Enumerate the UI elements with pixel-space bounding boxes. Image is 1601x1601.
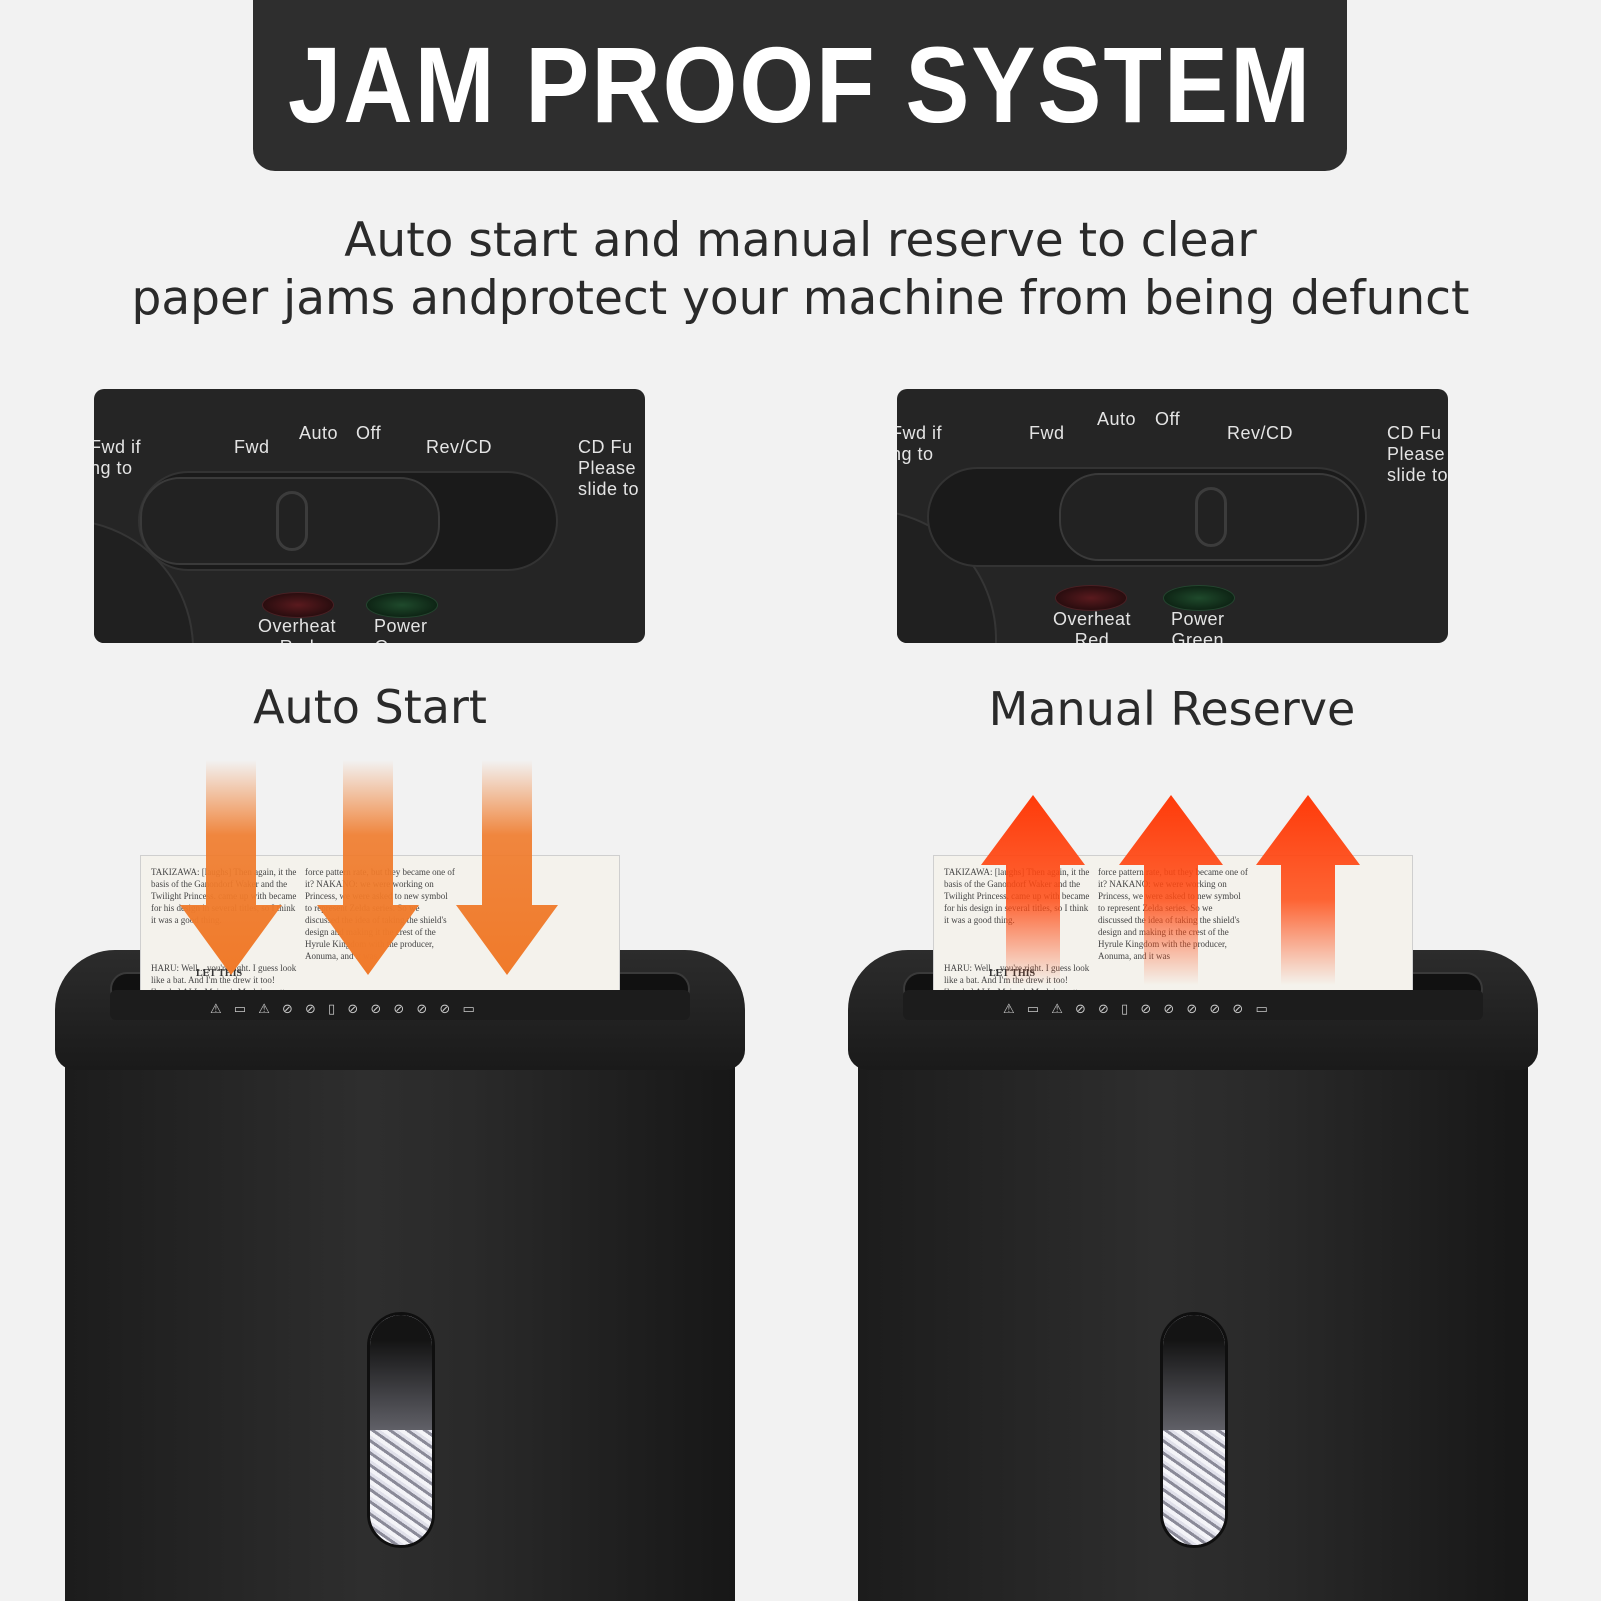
arrow-down-icon-3: [456, 760, 558, 975]
overheat-led: [1055, 585, 1127, 611]
rev-cd-label: Rev/CD: [426, 437, 493, 457]
mode-label-manual-reserve: Manual Reserve: [988, 682, 1356, 736]
shredded-paper: [1163, 1430, 1225, 1545]
power-led: [366, 592, 438, 618]
power-label: Power Green: [374, 616, 428, 643]
auto-label: Auto: [299, 423, 339, 443]
mode-switch-track[interactable]: [927, 467, 1367, 567]
arrow-up-icon-2: [1119, 795, 1223, 985]
mode-switch-knob[interactable]: [140, 477, 440, 565]
fwd-label: Fwd: [234, 437, 270, 457]
control-panel-reverse: Fwd if ng to Fwd Auto Off Rev/CD CD Fu P…: [897, 389, 1448, 643]
page-title: JAM PROOF SYSTEM: [287, 25, 1313, 145]
title-banner: JAM PROOF SYSTEM: [253, 0, 1347, 171]
rev-cd-label: Rev/CD: [1227, 423, 1294, 443]
off-label: Off: [356, 423, 382, 443]
arrow-up-icon-3: [1256, 795, 1360, 985]
panel-cut-text-right: CD Fu Please slide to: [1387, 423, 1448, 485]
safety-symbols-left: ⚠ ▭ ⚠ ⊘ ⊘ ▯ ⊘ ⊘ ⊘ ⊘ ⊘ ▭: [210, 1002, 479, 1017]
paper-footer: LET THIS: [196, 968, 243, 979]
auto-label: Auto: [1097, 409, 1137, 429]
arrow-down-icon-2: [317, 760, 419, 975]
panel-cut-text-left: Fwd if ng to: [94, 437, 142, 478]
lid-front-right: [903, 990, 1483, 1020]
bin-window: [367, 1312, 435, 1548]
overheat-led: [262, 592, 334, 618]
mode-switch-track[interactable]: [138, 471, 558, 571]
bin-window: [1160, 1312, 1228, 1548]
mode-label-auto-start: Auto Start: [253, 680, 487, 734]
shredder-bin: [858, 1050, 1528, 1601]
subtitle: Auto start and manual reserve to clear p…: [0, 212, 1601, 328]
overheat-label: Overheat Red: [258, 616, 337, 643]
shredded-paper: [370, 1430, 432, 1545]
subtitle-line-2: paper jams andprotect your machine from …: [131, 271, 1470, 326]
power-label: Power Green: [1171, 609, 1225, 643]
lid-front-left: [110, 990, 690, 1020]
switch-grip: [1195, 487, 1227, 547]
overheat-label: Overheat Red: [1053, 609, 1132, 643]
safety-symbols-right: ⚠ ▭ ⚠ ⊘ ⊘ ▯ ⊘ ⊘ ⊘ ⊘ ⊘ ▭: [1003, 1002, 1272, 1017]
power-led: [1163, 585, 1235, 611]
fwd-label: Fwd: [1029, 423, 1065, 443]
off-label: Off: [1155, 409, 1181, 429]
mode-switch-knob[interactable]: [1059, 473, 1359, 561]
shredder-bin: [65, 1050, 735, 1601]
panel-cut-text-left: Fwd if ng to: [897, 423, 943, 464]
switch-grip: [276, 491, 308, 551]
arrow-up-icon-1: [981, 795, 1085, 985]
control-panel-auto: Fwd if ng to Fwd Auto Off Rev/CD CD Fu P…: [94, 389, 645, 643]
subtitle-line-1: Auto start and manual reserve to clear: [344, 213, 1257, 268]
arrow-down-icon-1: [180, 760, 282, 975]
panel-cut-text-right: CD Fu Please slide to: [578, 437, 640, 499]
